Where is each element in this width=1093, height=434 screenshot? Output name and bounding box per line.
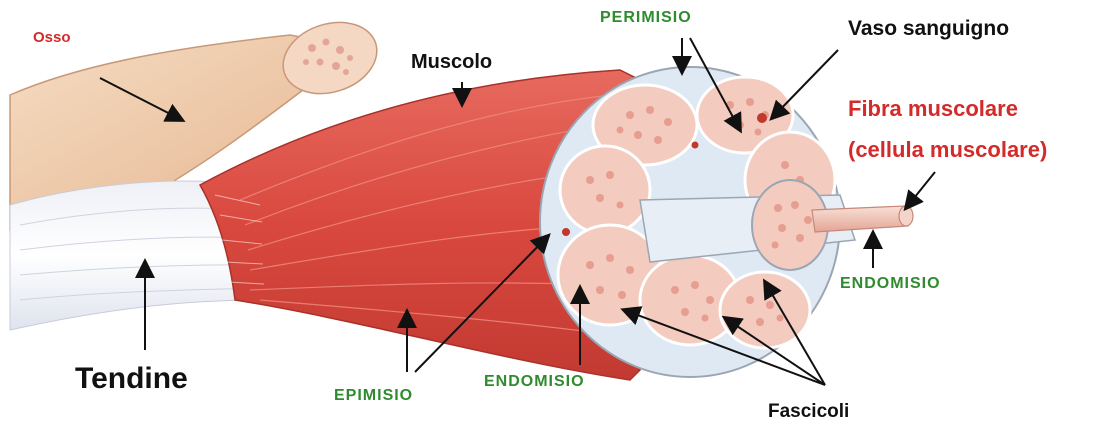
label-fibra-muscolare: Fibra muscolare (848, 98, 1018, 120)
label-osso: Osso (33, 30, 71, 45)
label-tendine: Tendine (75, 364, 188, 394)
label-endomisio-bottom: ENDOMISIO (484, 374, 585, 390)
muscle-fiber (812, 206, 913, 232)
label-perimisio: PERIMISIO (600, 10, 692, 26)
label-vaso-sanguigno: Vaso sanguigno (848, 18, 1009, 39)
label-fascicoli: Fascicoli (768, 402, 849, 421)
label-cellula-muscolare: (cellula muscolare) (848, 139, 1047, 161)
label-epimisio: EPIMISIO (334, 388, 413, 404)
label-endomisio-right: ENDOMISIO (840, 276, 941, 292)
label-muscolo: Muscolo (411, 52, 492, 72)
